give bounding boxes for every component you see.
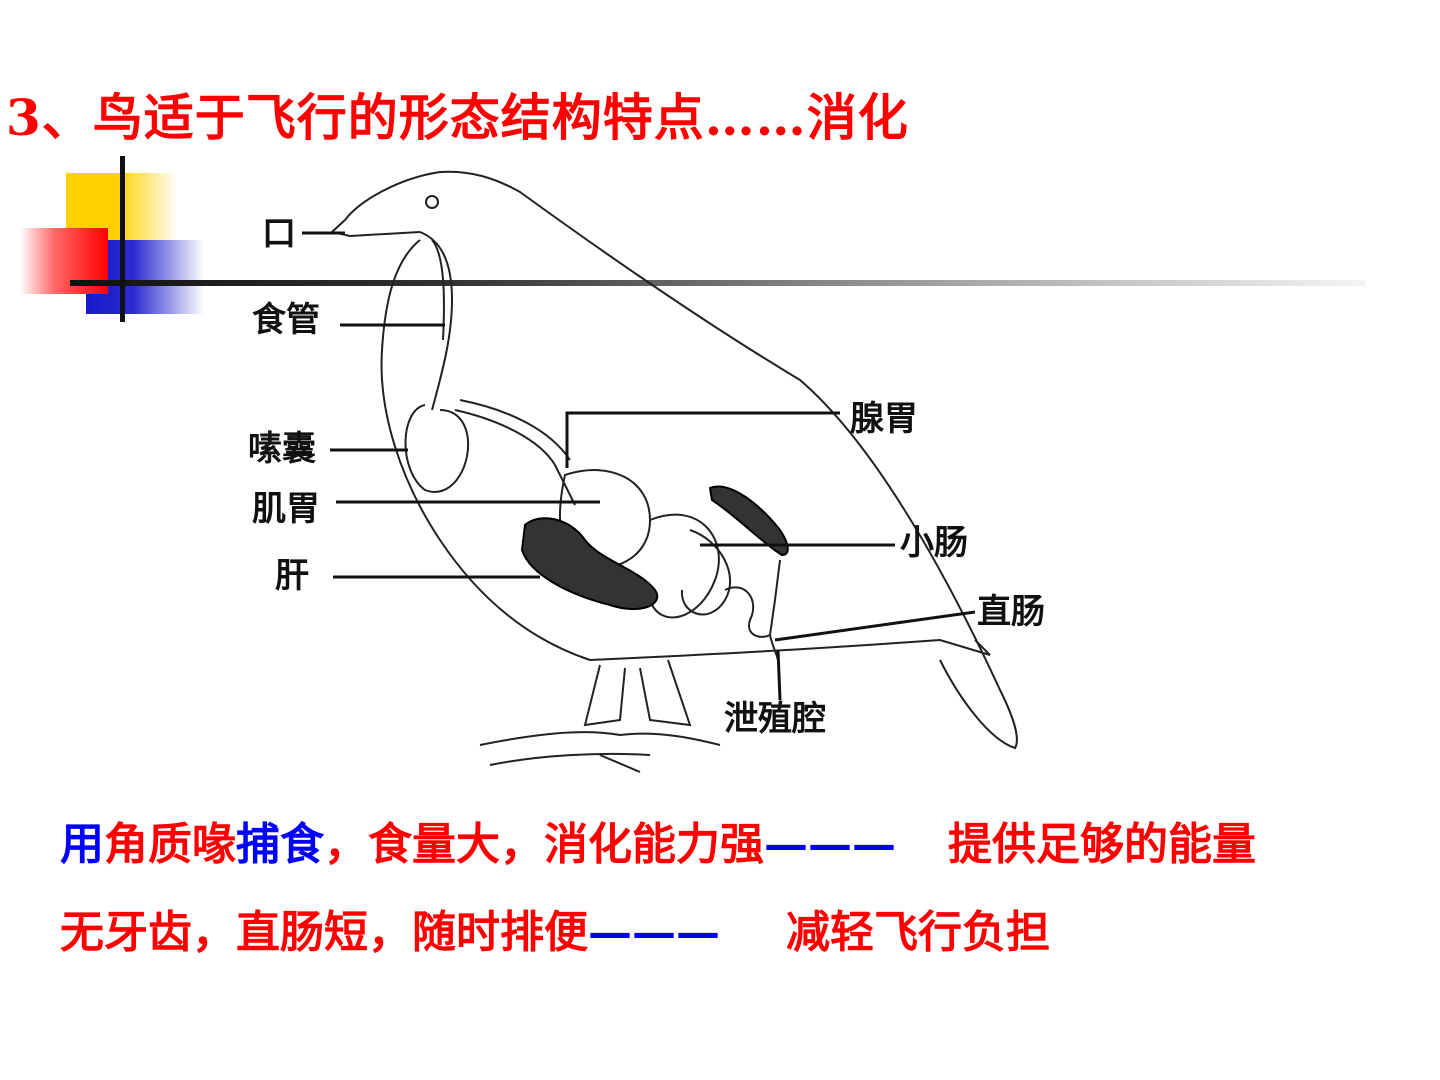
vertical-rule-decoration <box>120 156 125 322</box>
line1-part-use: 用 <box>60 819 104 870</box>
slide-title: 3、鸟适于飞行的形态结构特点……消化 <box>6 88 909 147</box>
label-cloaca: 泄殖腔 <box>724 699 826 739</box>
label-gizzard: 肌胃 <box>252 489 320 529</box>
line2-result: 减轻飞行负担 <box>786 907 1050 958</box>
line1-dash: ——— <box>764 819 896 870</box>
label-rectum: 直肠 <box>977 592 1045 632</box>
line1-part-catch: 捕食 <box>236 819 324 870</box>
line1-part-beak: 角质喙 <box>104 819 236 870</box>
digestion-line-2: 无牙齿，直肠短，随时排便——— 减轻飞行负担 <box>60 896 1050 960</box>
horizontal-rule-decoration <box>70 280 1365 286</box>
label-crop: 嗉囊 <box>248 429 316 469</box>
label-proventriculus: 腺胃 <box>850 399 918 439</box>
line1-part-appetite: ，食量大，消化能力强 <box>324 819 764 870</box>
label-esophagus: 食管 <box>252 300 320 340</box>
label-mouth: 口 <box>262 214 296 254</box>
label-liver: 肝 <box>275 556 309 596</box>
line2-dash: ——— <box>588 907 720 958</box>
line1-result: 提供足够的能量 <box>948 819 1256 870</box>
label-small-intestine: 小肠 <box>900 523 968 563</box>
digestion-line-1: 用角质喙捕食，食量大，消化能力强——— 提供足够的能量 <box>60 808 1256 872</box>
line2-text: 无牙齿，直肠短，随时排便 <box>60 907 588 958</box>
